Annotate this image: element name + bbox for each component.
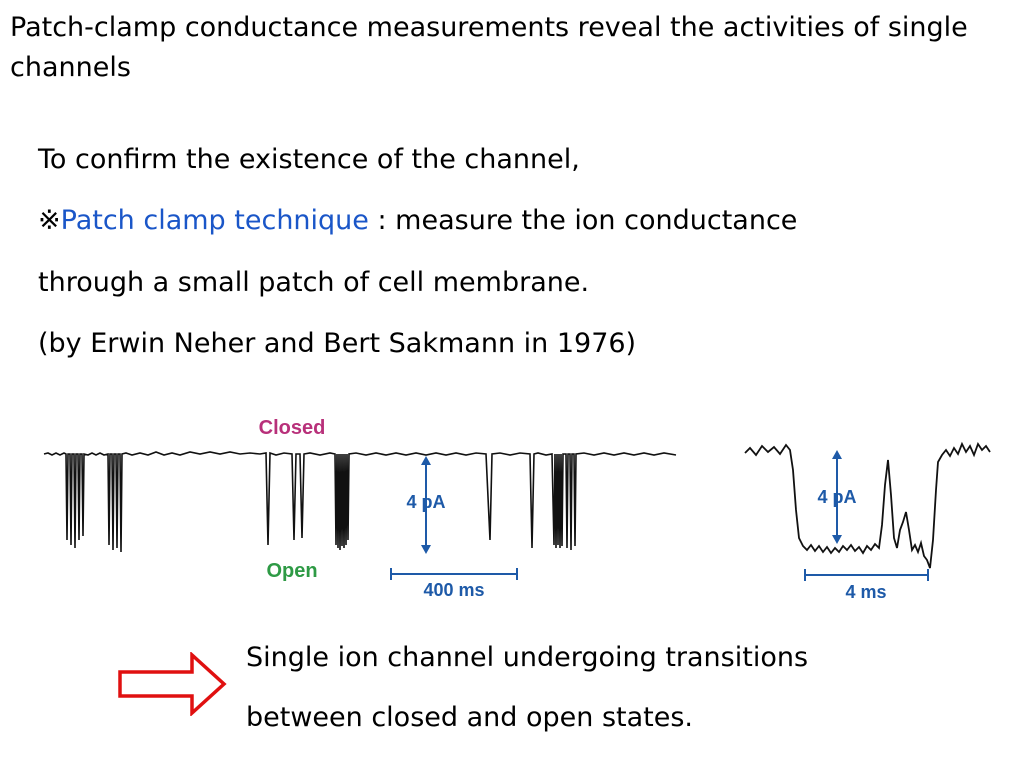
time-scale-bar-right — [804, 569, 929, 581]
right-arrow-icon — [118, 652, 227, 716]
long-trace — [43, 451, 677, 553]
reference-mark-symbol: ※ — [38, 205, 61, 236]
technique-definition-line: ※Patch clamp technique : measure the ion… — [38, 204, 998, 238]
closed-state-label: Closed — [259, 417, 326, 439]
time-scale-label-left: 400 ms — [423, 580, 484, 600]
attribution-line: (by Erwin Neher and Bert Sakmann in 1976… — [38, 328, 637, 359]
current-scale-bar-left — [421, 456, 431, 554]
current-scale-label-left: 4 pA — [406, 492, 445, 512]
zoomed-trace — [744, 441, 991, 569]
slide-title: Patch-clamp conductance measurements rev… — [10, 12, 968, 83]
technique-term: Patch clamp technique — [60, 205, 369, 236]
definition-continuation-line: through a small patch of cell membrane. — [38, 267, 590, 298]
time-scale-bar-left — [390, 568, 518, 580]
current-scale-label-right: 4 pA — [817, 487, 856, 507]
patch-clamp-recording-figure: Closed Open 4 pA 400 ms 4 pA 4 ms — [43, 417, 991, 602]
right-recording-panel: 4 pA 4 ms — [744, 441, 991, 602]
technique-definition: : measure the ion conductance — [368, 205, 798, 236]
time-scale-label-right: 4 ms — [845, 582, 886, 602]
open-state-label: Open — [266, 560, 317, 582]
conclusion-line-2: between closed and open states. — [246, 702, 693, 733]
conclusion-line-1: Single ion channel undergoing transition… — [246, 642, 809, 673]
intro-line: To confirm the existence of the channel, — [38, 144, 580, 175]
current-scale-bar-right — [832, 450, 842, 544]
left-recording-panel: Closed Open 4 pA 400 ms — [43, 417, 677, 600]
